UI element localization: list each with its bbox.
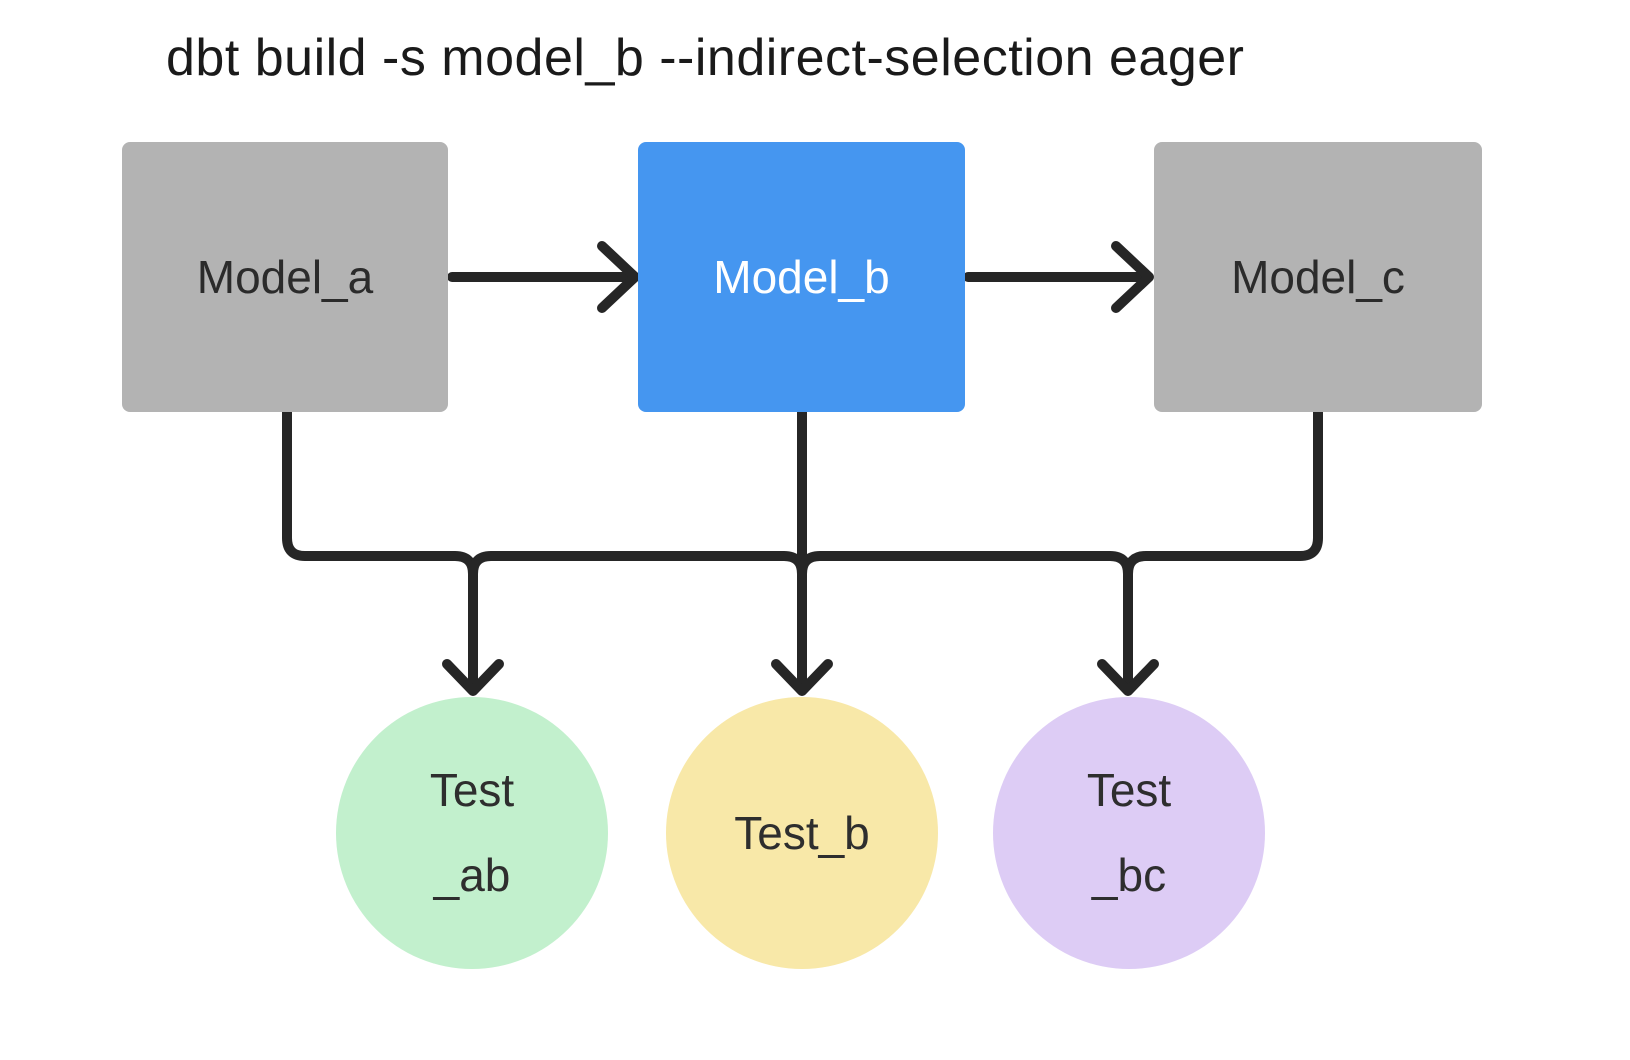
node-model-a: Model_a: [122, 142, 448, 412]
node-test-bc-label-line1: Test: [1086, 764, 1172, 816]
edge-model-b-to-test-bc: [797, 551, 1133, 692]
node-model-b-label: Model_b: [713, 251, 890, 303]
node-test-ab-label-line1: Test: [429, 764, 515, 816]
arrowhead-model-c: [1111, 241, 1154, 313]
node-model-c: Model_c: [1154, 142, 1482, 412]
node-test-b-label: Test_b: [734, 806, 870, 859]
arrowhead-model-b: [597, 241, 640, 313]
edge-model-b-to-test-ab: [468, 551, 807, 579]
arrowhead-test-bc: [1097, 659, 1159, 696]
command-title: dbt build -s model_b --indirect-selectio…: [166, 29, 1245, 87]
node-model-a-label: Model_a: [196, 251, 374, 303]
edge-model-a-to-test-ab: [282, 407, 478, 692]
node-test-ab: Test _ab: [336, 697, 608, 969]
node-test-bc-label-line2: _bc: [1091, 849, 1167, 901]
node-test-ab-label-line2: _ab: [433, 849, 511, 901]
node-test-b: Test_b: [666, 697, 938, 969]
arrowhead-test-ab: [442, 659, 504, 696]
edge-model-c-to-test-bc: [1123, 407, 1323, 579]
node-model-c-label: Model_c: [1231, 251, 1405, 303]
arrowhead-test-b: [771, 659, 833, 696]
node-test-bc: Test _bc: [993, 697, 1265, 969]
edge-strokes: [282, 241, 1323, 696]
node-model-b: Model_b: [638, 142, 965, 412]
